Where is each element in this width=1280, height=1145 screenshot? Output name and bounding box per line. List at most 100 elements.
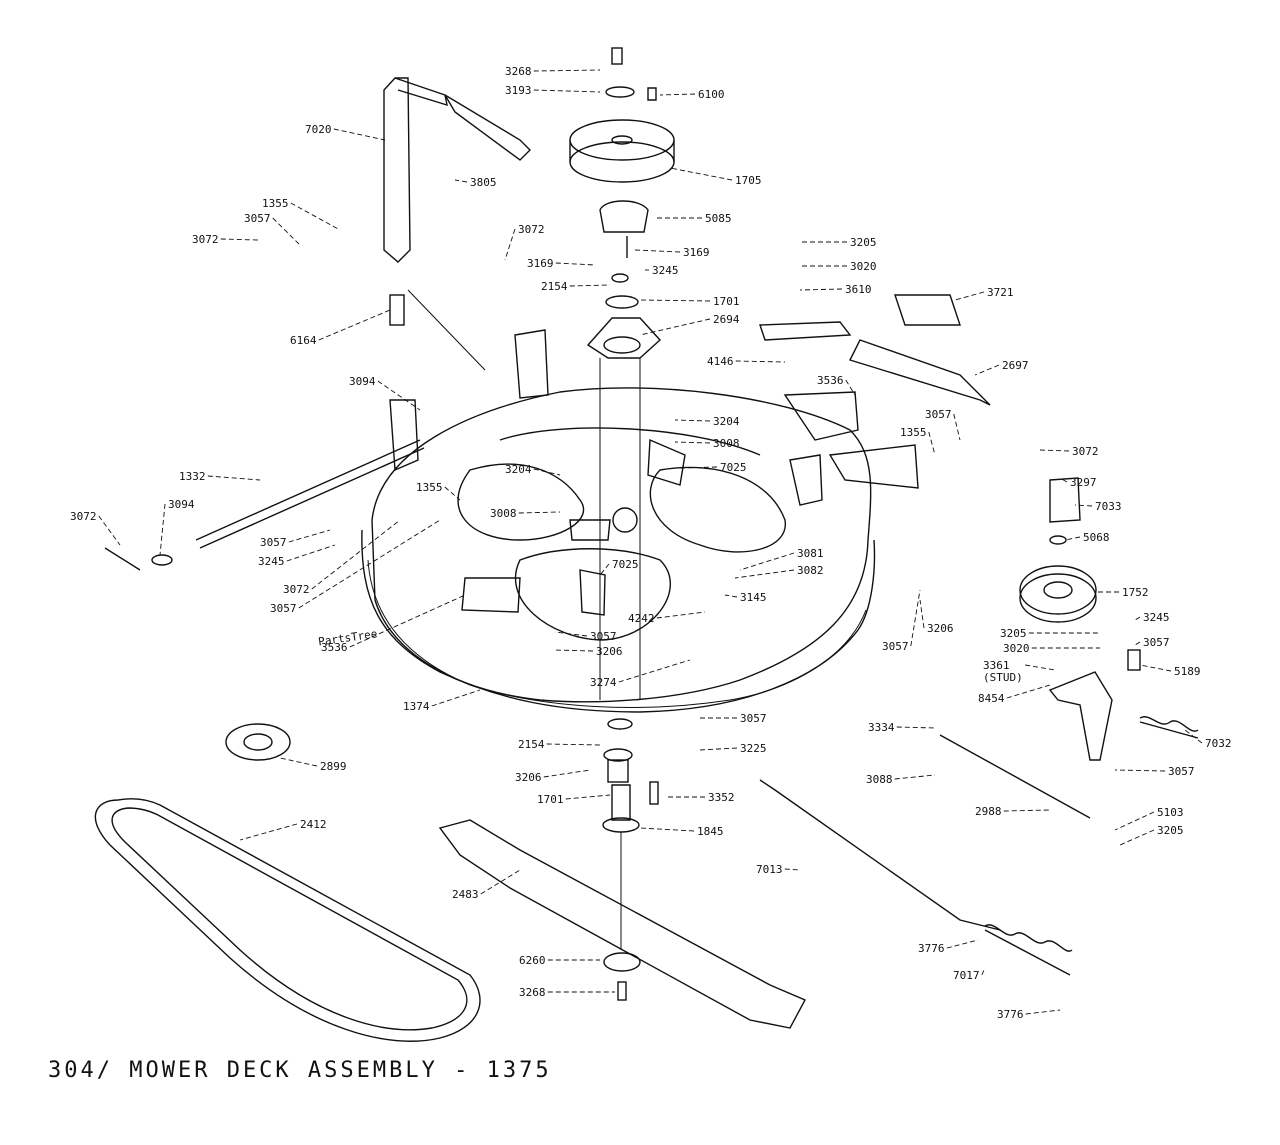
- part-callout: 3245: [1134, 611, 1170, 624]
- part-number-label: 3057: [1168, 765, 1195, 778]
- part-callout: 4146: [707, 355, 786, 368]
- part-number-label: 3193: [505, 84, 532, 97]
- leader-line: [674, 441, 711, 444]
- leader-line: [311, 519, 401, 590]
- part-number-label: 3072: [192, 233, 219, 246]
- leader-line: [953, 413, 961, 441]
- part-number-label: 1332: [179, 470, 206, 483]
- leader-line: [1006, 684, 1051, 699]
- part-number-label: 3610: [845, 283, 872, 296]
- part-callout: 3082: [734, 564, 824, 579]
- part-callout: 6260: [519, 954, 600, 967]
- part-callout: 3057: [882, 589, 921, 653]
- leader-line: [220, 238, 259, 241]
- leader-line: [98, 515, 121, 546]
- part-callout: 3008: [490, 507, 561, 520]
- part-callout: 3610: [799, 283, 872, 296]
- part-callout: 3352: [668, 791, 735, 804]
- leader-line: [239, 823, 298, 841]
- part-callout: 2412: [239, 818, 327, 841]
- part-number-label: 5189: [1174, 665, 1201, 678]
- part-callout: 3721: [954, 286, 1014, 301]
- leader-line: [639, 827, 695, 832]
- leader-line: [444, 486, 461, 501]
- part-number-label: 3094: [168, 498, 195, 511]
- leader-line: [739, 552, 795, 571]
- part-callout: 7013: [756, 863, 801, 876]
- part-number-label: 3205: [1157, 824, 1184, 837]
- part-number-label: 3057: [882, 640, 909, 653]
- leader-line: [1025, 664, 1056, 671]
- part-number-label: 3088: [866, 773, 893, 786]
- part-callout: 3057: [700, 712, 767, 725]
- part-callout: 3361(STUD): [983, 659, 1056, 684]
- part-number-label: 3057: [260, 536, 287, 549]
- part-number-label: 3082: [797, 564, 824, 577]
- part-number-label: 2988: [975, 805, 1002, 818]
- part-number-label: 3536: [321, 641, 348, 654]
- leader-line: [1064, 536, 1081, 541]
- part-number-label: 3805: [470, 176, 497, 189]
- part-callout: 3072: [70, 510, 121, 546]
- part-callout: 3145: [724, 591, 767, 604]
- part-number-label: 1845: [697, 825, 724, 838]
- part-number-label: 3297: [1070, 476, 1097, 489]
- part-number-label: 3334: [868, 721, 895, 734]
- leader-line: [1184, 729, 1203, 744]
- part-number-label: 2412: [300, 818, 327, 831]
- part-number-label: 7025: [720, 461, 747, 474]
- part-number-label: 3204: [713, 415, 740, 428]
- part-number-label: 1355: [416, 481, 443, 494]
- lift-handle: [383, 77, 531, 371]
- leader-line: [928, 431, 936, 456]
- part-callout: 3072: [283, 519, 401, 596]
- part-number-label: 2483: [452, 888, 479, 901]
- part-number-label: 3225: [740, 742, 767, 755]
- leader-line: [896, 726, 936, 729]
- part-callout: 2697: [974, 359, 1029, 376]
- part-callout: 3805: [454, 176, 497, 189]
- leader-line: [279, 757, 318, 767]
- part-number-label: 5103: [1157, 806, 1184, 819]
- part-number-label: 3169: [527, 257, 554, 270]
- leader-line: [599, 563, 610, 576]
- leader-line: [724, 594, 738, 598]
- part-number-label: 2694: [713, 313, 740, 326]
- leader-line: [546, 743, 601, 746]
- part-number-label: 3169: [683, 246, 710, 259]
- leader-line: [639, 299, 711, 302]
- leader-line: [554, 649, 594, 652]
- part-callout: 1701: [639, 295, 740, 308]
- part-callout: 2154: [518, 738, 601, 751]
- part-callout: 3268: [505, 65, 601, 78]
- part-callout: 3057: [925, 408, 961, 441]
- part-callout: 3204: [674, 415, 740, 428]
- part-callout: 3536: [321, 594, 466, 654]
- leader-line: [431, 689, 481, 707]
- part-callout: 3274: [590, 659, 691, 689]
- leader-line: [735, 360, 786, 363]
- spacer-ring: [225, 723, 291, 761]
- part-number-label: 3072: [518, 223, 545, 236]
- part-callout: 3206: [919, 599, 954, 635]
- part-callout: 3334: [868, 721, 936, 734]
- leader-line: [954, 291, 985, 301]
- part-callout: 6164: [290, 309, 391, 347]
- part-callout: 3020: [1003, 642, 1100, 655]
- leader-line: [919, 599, 925, 629]
- part-number-label: 2697: [1002, 359, 1029, 372]
- part-callout: 3245: [258, 544, 336, 568]
- part-number-label: 3057: [244, 212, 271, 225]
- part-number-label: 3776: [997, 1008, 1024, 1021]
- part-callout: 4242: [628, 611, 706, 625]
- part-callout: 1374: [403, 689, 481, 713]
- leader-line: [454, 179, 468, 183]
- leader-line: [1134, 616, 1141, 621]
- leader-line: [845, 379, 856, 396]
- part-number-label: 3205: [850, 236, 877, 249]
- leader-line: [569, 284, 611, 287]
- part-callout: 8454: [978, 684, 1051, 705]
- leader-line: [533, 89, 601, 93]
- part-callout: 1701: [537, 793, 611, 806]
- part-callout: 3776: [997, 1008, 1061, 1021]
